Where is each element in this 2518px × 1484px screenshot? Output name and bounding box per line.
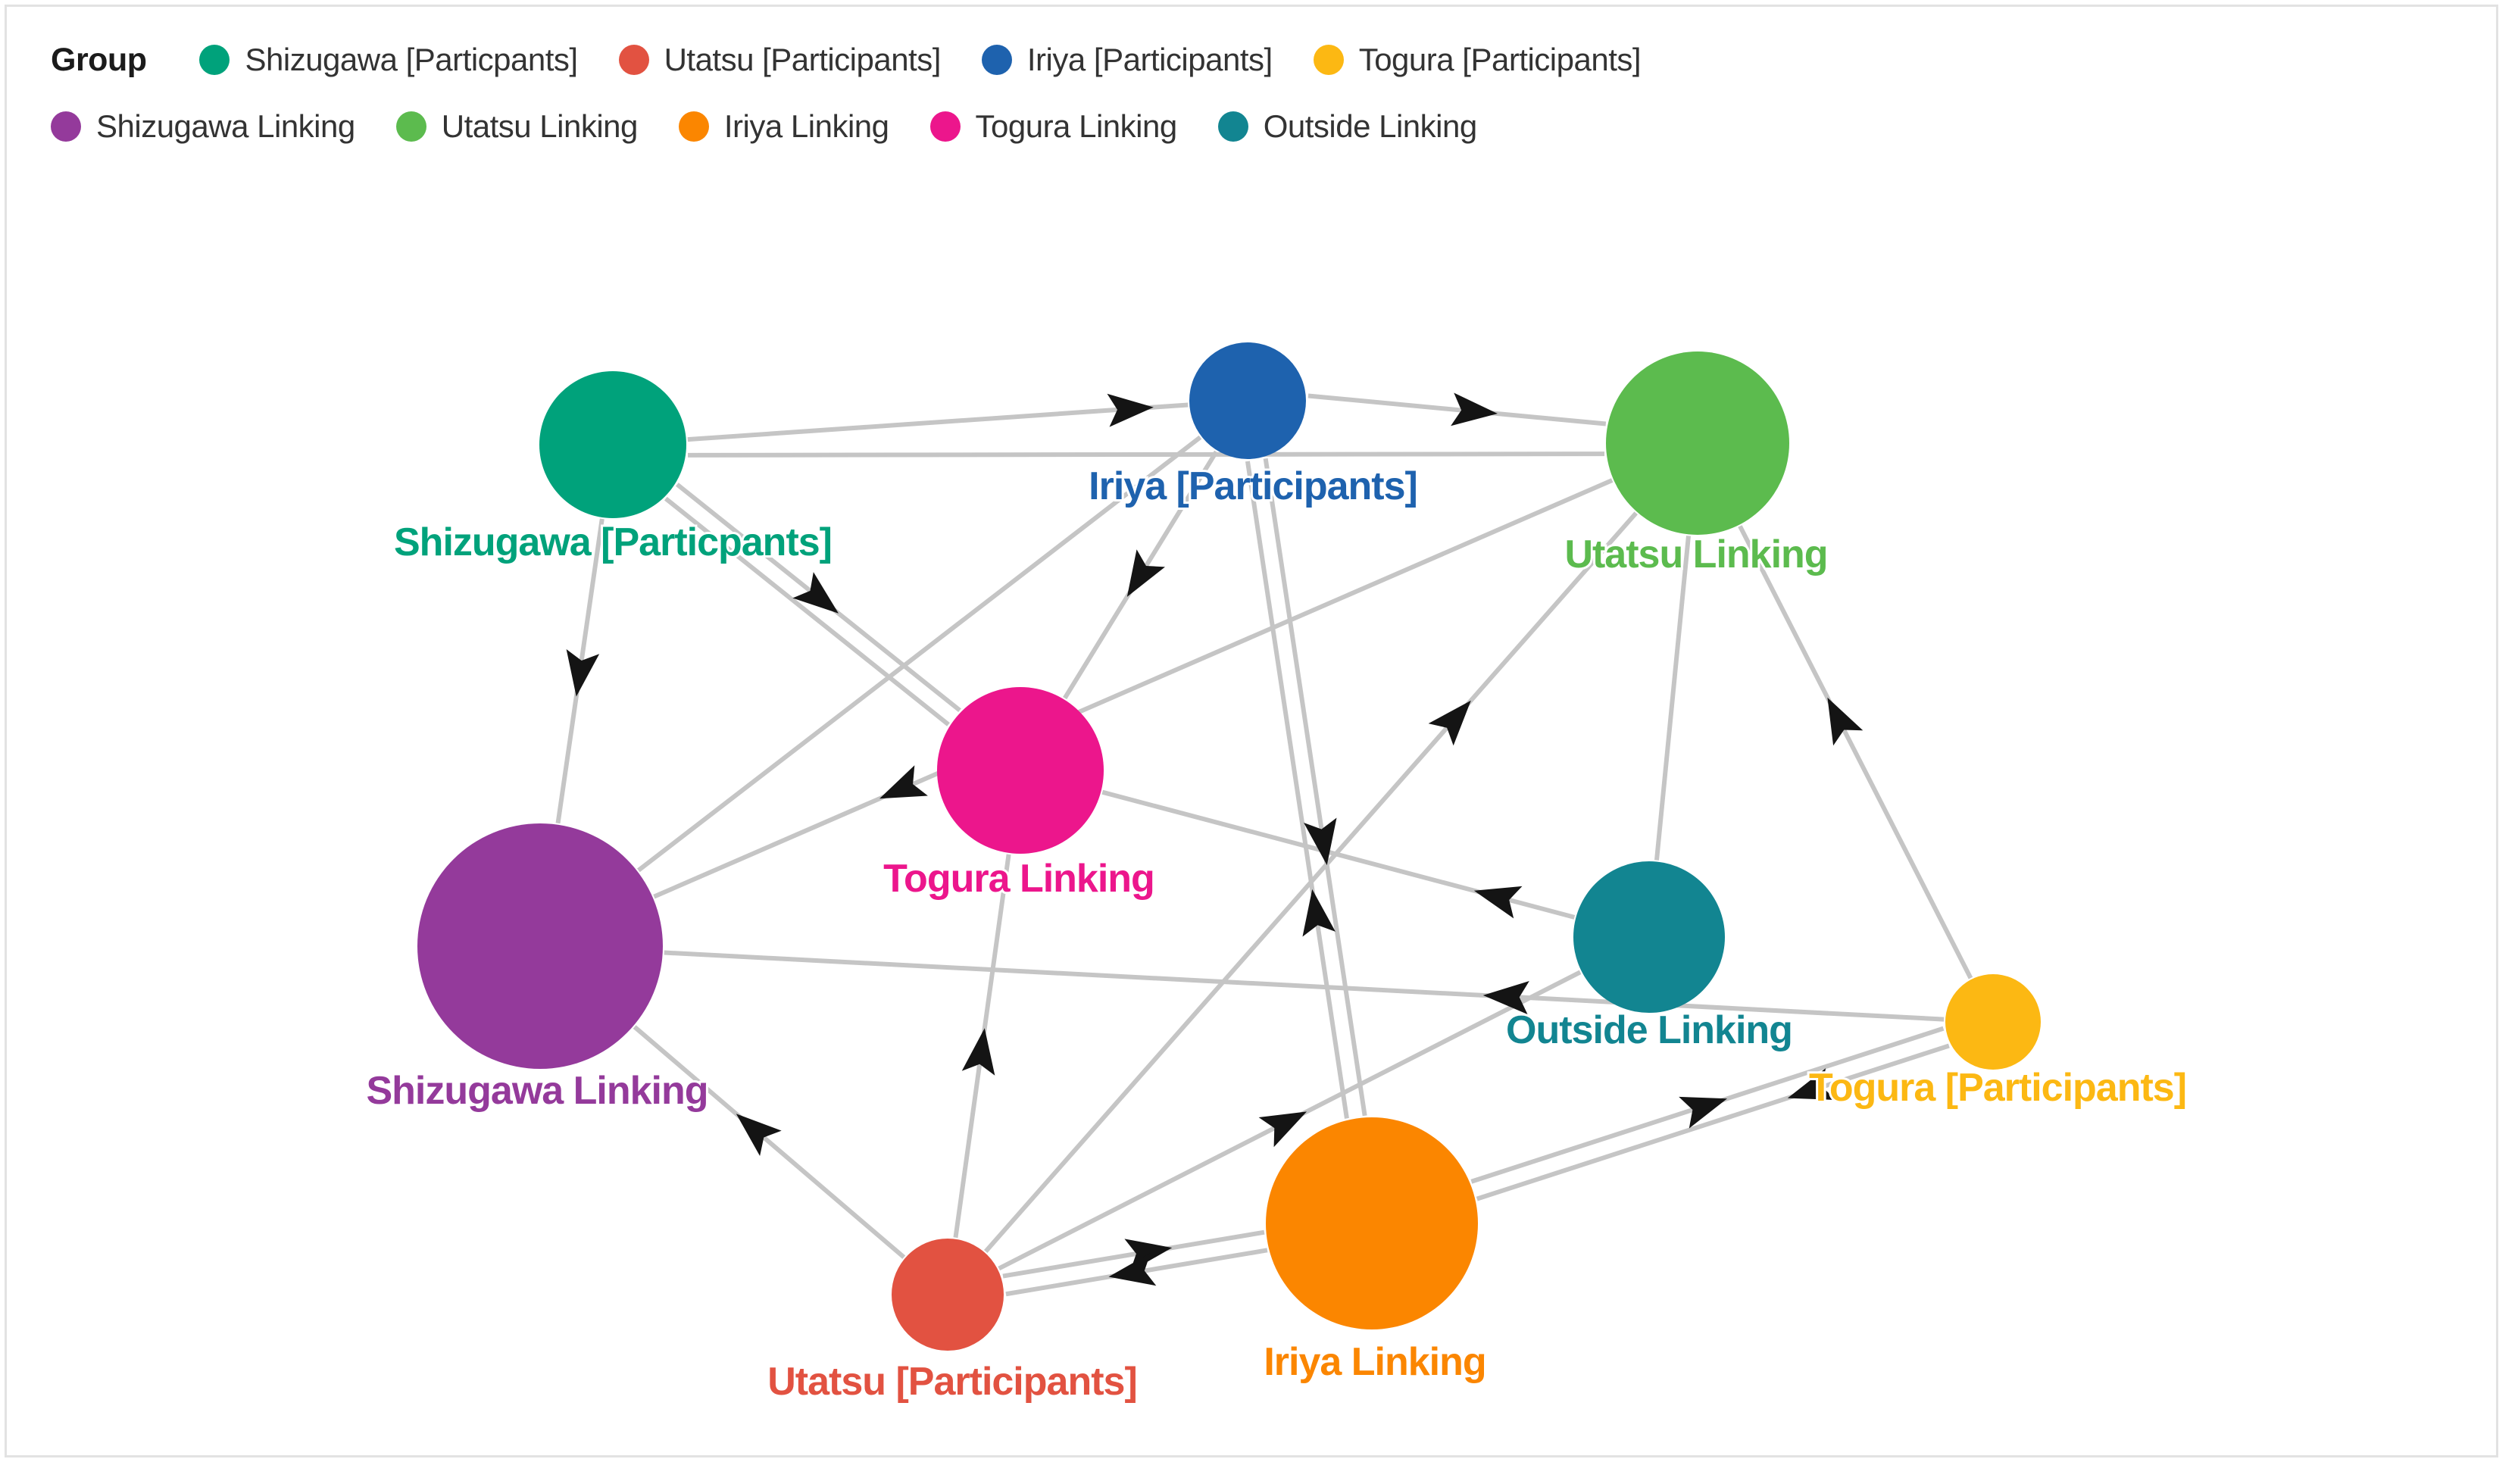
legend-dot-icon	[395, 111, 426, 142]
legend-item-utatsu-linking[interactable]: Utatsu Linking	[395, 108, 639, 145]
arrowhead-icon	[1787, 1068, 1836, 1100]
edge-tp-il	[1476, 1043, 1950, 1201]
edge-up-sl	[633, 1025, 906, 1259]
arrowhead-icon	[1473, 886, 1523, 919]
legend-item-label: Outside Linking	[1263, 108, 1478, 144]
node-label-sl: Shizugawa Linking	[366, 1069, 708, 1113]
arrowhead-icon	[1482, 981, 1529, 1014]
legend-row-1: Group Shizugawa [Particpants] Utatsu [Par…	[51, 27, 1642, 93]
edge-tl-sp	[664, 496, 950, 726]
arrowhead-icon	[1258, 1111, 1307, 1148]
legend-title: Group	[51, 41, 147, 78]
node-label-tp: Togura [Participants]	[1809, 1066, 2186, 1110]
legend-dot-icon	[981, 45, 1012, 75]
legend-dot-icon	[199, 45, 230, 75]
legend-item-utatsu-participants[interactable]: Utatsu [Participants]	[618, 42, 942, 78]
node-ip[interactable]	[1189, 342, 1306, 459]
edge-up-il	[1002, 1229, 1265, 1279]
edge-ul-sl	[653, 478, 1614, 899]
legend-item-iriya-linking[interactable]: Iriya Linking	[678, 108, 889, 145]
arrowhead-icon	[1827, 697, 1864, 746]
legend-row-2: Shizugawa Linking Utatsu Linking Iriya Lin…	[51, 93, 1641, 160]
legend-item-label: Iriya [Participants]	[1026, 42, 1273, 77]
node-label-up: Utatsu [Participants]	[767, 1360, 1137, 1404]
arrowhead-icon	[1428, 700, 1471, 746]
arrowhead-icon	[1108, 1252, 1157, 1286]
edge-il-ip	[1245, 461, 1349, 1119]
node-label-il: Iriya Linking	[1264, 1340, 1485, 1384]
node-up[interactable]	[892, 1239, 1004, 1351]
legend-item-iriya-participants[interactable]: Iriya [Participants]	[981, 42, 1273, 78]
node-tp[interactable]	[1945, 974, 2041, 1070]
legend-item-label: Shizugawa [Particpants]	[245, 42, 578, 77]
legend-dot-icon	[51, 111, 81, 142]
legend-item-togura-participants[interactable]: Togura [Participants]	[1313, 42, 1642, 78]
node-label-ol: Outside Linking	[1506, 1008, 1792, 1052]
edge-sp-ul	[688, 451, 1605, 458]
edge-ip-ul	[1307, 393, 1607, 426]
visual-frame: Shizugawa [Particpants] Iriya [Participan…	[5, 5, 2498, 1457]
arrowhead-icon	[1302, 889, 1336, 937]
node-il[interactable]	[1266, 1117, 1478, 1329]
arrowhead-icon	[961, 1028, 995, 1076]
legend-item-shizugawa-particpants[interactable]: Shizugawa [Particpants]	[199, 42, 578, 78]
arrowhead-icon	[792, 572, 839, 614]
legend-item-label: Utatsu [Participants]	[664, 42, 942, 77]
node-label-ip: Iriya [Participants]	[1089, 464, 1417, 508]
arrowhead-icon	[736, 1114, 782, 1157]
legend-item-label: Togura Linking	[975, 108, 1178, 144]
legend-dot-icon	[1313, 45, 1344, 75]
legend-item-label: Shizugawa Linking	[96, 108, 355, 144]
node-label-sp: Shizugawa [Particpants]	[394, 520, 832, 564]
edge-sp-ip	[687, 402, 1189, 442]
edge-ip-il	[1263, 458, 1367, 1117]
arrowhead-icon	[566, 648, 600, 697]
arrowhead-icon	[1451, 392, 1498, 426]
legend-item-shizugawa-linking[interactable]: Shizugawa Linking	[51, 108, 355, 145]
legend-dot-icon	[678, 111, 709, 142]
edge-up-ul	[983, 511, 1638, 1253]
legend-dot-icon	[929, 111, 961, 142]
legend-item-label: Iriya Linking	[723, 108, 889, 144]
node-label-tl: Togura Linking	[883, 857, 1154, 901]
legend-dot-icon	[1217, 111, 1248, 142]
legend-item-togura-linking[interactable]: Togura Linking	[929, 108, 1178, 145]
network-graph: Shizugawa [Particpants] Iriya [Participan…	[364, 342, 2189, 1406]
arrowhead-icon	[1107, 393, 1154, 427]
legend-item-label: Togura [Participants]	[1358, 42, 1642, 77]
node-sp[interactable]	[539, 371, 686, 518]
arrowhead-icon	[879, 765, 928, 799]
node-ul[interactable]	[1606, 351, 1789, 535]
edge-tp-sl	[664, 950, 1945, 1022]
edge-sl-ip	[637, 435, 1202, 873]
arrowhead-icon	[1126, 549, 1165, 597]
node-tl[interactable]	[937, 687, 1104, 854]
legend-item-outside-linking[interactable]: Outside Linking	[1217, 108, 1478, 145]
legend: Group Shizugawa [Particpants] Utatsu [Par…	[51, 27, 1642, 160]
node-sl[interactable]	[417, 823, 663, 1069]
edge-ul-ol	[1654, 536, 1691, 861]
edge-tp-ul	[1738, 525, 1973, 979]
node-label-ul: Utatsu Linking	[1564, 533, 1827, 576]
arrowhead-icon	[1679, 1096, 1728, 1129]
legend-dot-icon	[618, 45, 649, 75]
arrowhead-icon	[1304, 817, 1337, 866]
node-ol[interactable]	[1573, 861, 1725, 1013]
legend-item-label: Utatsu Linking	[441, 108, 639, 144]
